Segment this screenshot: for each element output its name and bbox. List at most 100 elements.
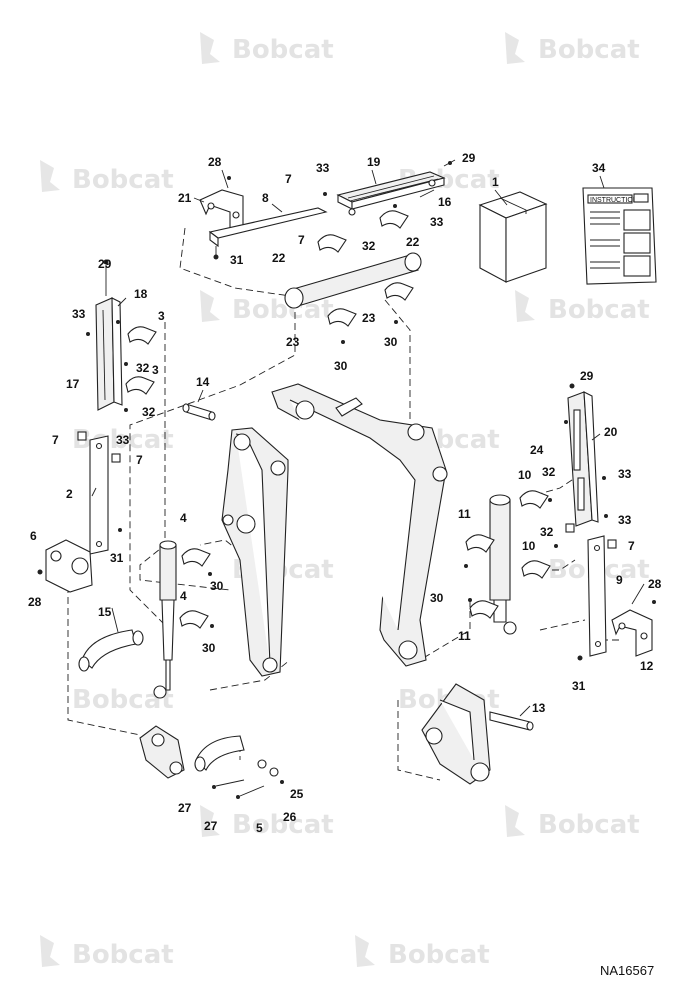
bucket-link [139, 725, 185, 779]
callout-label: 33 [116, 433, 130, 447]
callout-label: 24 [530, 443, 544, 457]
callout-label: 15 [98, 605, 112, 619]
callout-label: 8 [262, 191, 269, 205]
pin-14 [182, 403, 216, 421]
callout-label: 10 [518, 468, 532, 482]
callout-label: 7 [52, 433, 59, 447]
callout-label: 25 [290, 787, 304, 801]
callout-label: 33 [72, 307, 86, 321]
callout-label: 30 [210, 579, 224, 593]
watermark-text: Bobcat [72, 940, 174, 970]
callout-label: 13 [532, 701, 546, 715]
clamp-3 [125, 326, 157, 395]
mounting-plate-2 [77, 431, 121, 555]
clamp-10 [519, 490, 551, 579]
instructions-sheet-title: INSTRUCTIONS [590, 197, 643, 204]
callout-label: 22 [406, 235, 420, 249]
callout-label: 33 [618, 513, 632, 527]
callout-label: 30 [202, 641, 216, 655]
watermark-text: Bobcat [72, 165, 174, 195]
watermark-text: Bobcat [388, 940, 490, 970]
callout-label: 26 [283, 810, 297, 824]
callout-label: 16 [438, 195, 452, 209]
callout-label: 21 [178, 191, 192, 205]
boom-cylinder [284, 252, 422, 309]
callout-label: 32 [136, 361, 150, 375]
bobcat-logo-icon [515, 290, 535, 322]
callout-label: 7 [298, 233, 305, 247]
watermark-text: Bobcat [72, 425, 174, 455]
callout-label: 32 [362, 239, 376, 253]
callout-label: 7 [136, 453, 143, 467]
dipper-arm [221, 427, 289, 677]
bobcat-logo-icon [200, 290, 220, 322]
callout-label: 28 [208, 155, 222, 169]
callout-label: 6 [30, 529, 37, 543]
callout-label: 30 [334, 359, 348, 373]
callout-label: 11 [458, 507, 471, 521]
callout-label: 29 [98, 257, 112, 271]
bobcat-logo-icon [505, 805, 525, 837]
main-boom [271, 383, 448, 667]
watermark-text: Bobcat [232, 35, 334, 65]
bobcat-logo-icon [200, 32, 220, 64]
bobcat-logo-icon [40, 935, 60, 967]
callout-label: 7 [285, 172, 292, 186]
clamp-23 [327, 282, 414, 327]
callout-label: 1 [492, 175, 499, 189]
callout-label: 12 [640, 659, 654, 673]
callout-label: 22 [272, 251, 286, 265]
hose-guard-17 [95, 259, 123, 411]
assembly-dashed-lines [67, 227, 620, 781]
callout-label: 28 [648, 577, 662, 591]
bobcat-logo-icon [40, 160, 60, 192]
mounting-plate-8 [208, 207, 328, 260]
callout-label: 4 [180, 511, 187, 525]
instructions-sheet-34: INSTRUCTIONS [582, 187, 657, 285]
callout-label: 11 [458, 629, 471, 643]
watermark-text: Bobcat [538, 35, 640, 65]
callout-label: 3 [158, 309, 165, 323]
kit-box-1 [478, 191, 548, 283]
callout-label: 2 [66, 487, 73, 501]
bracket-21 [199, 189, 244, 233]
callout-label: 23 [362, 311, 376, 325]
callout-label: 27 [178, 801, 192, 815]
callout-label: 29 [462, 151, 476, 165]
bobcat-logo-icon [505, 32, 525, 64]
callout-label: 19 [367, 155, 381, 169]
callout-label: 31 [110, 551, 124, 565]
hose-guard-20 [567, 383, 599, 527]
watermark-text: Bobcat [548, 295, 650, 325]
callout-label: 34 [592, 161, 606, 175]
link-plate-5 [194, 735, 279, 799]
mounting-plate-9 [565, 523, 617, 657]
callout-label: 28 [28, 595, 42, 609]
callout-label: 33 [430, 215, 444, 229]
callout-label: 5 [256, 821, 263, 835]
callout-label: 7 [628, 539, 635, 553]
callout-label: 29 [580, 369, 594, 383]
callout-label: 31 [230, 253, 244, 267]
callout-label: 30 [430, 591, 444, 605]
callout-label: 30 [384, 335, 398, 349]
callout-label: 9 [616, 573, 623, 587]
callout-label: 31 [572, 679, 586, 693]
callout-label: 18 [134, 287, 148, 301]
callout-label: 4 [180, 589, 187, 603]
callout-label: 32 [142, 405, 156, 419]
watermark-text: Bobcat [232, 810, 334, 840]
callout-label: 10 [522, 539, 536, 553]
callout-label: 27 [204, 819, 218, 833]
callout-label: 32 [540, 525, 554, 539]
clamp-22 [317, 210, 409, 253]
bobcat-logo-icon [200, 805, 220, 837]
diagram-code: NA16567 [600, 963, 654, 978]
arm-cylinder [153, 540, 177, 699]
bucket-cylinder [489, 494, 517, 635]
callout-label: 20 [604, 425, 618, 439]
watermark-text: Bobcat [538, 810, 640, 840]
hardware-bolts [86, 161, 656, 784]
callout-label: 23 [286, 335, 300, 349]
